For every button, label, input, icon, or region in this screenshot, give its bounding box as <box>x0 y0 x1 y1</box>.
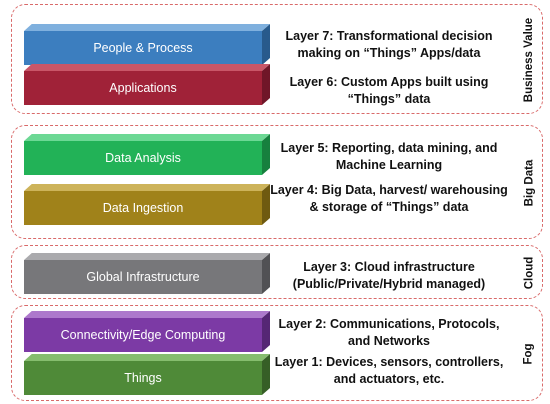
bar-top-face <box>24 354 270 361</box>
group-label-cloud: Cloud <box>518 246 540 300</box>
group-label-fog: Fog <box>518 306 540 402</box>
bar-global-infrastructure: Global Infrastructure <box>24 260 262 294</box>
group-business-value: Business Value <box>11 4 543 114</box>
layer-4-description: Layer 4: Big Data, harvest/ warehousing … <box>270 183 508 214</box>
group-label-text: Fog <box>522 343 535 365</box>
layer-5-description: Layer 5: Reporting, data mining, and Mac… <box>280 141 498 172</box>
bar-top-face <box>24 311 270 318</box>
group-big-data: Big Data <box>11 125 543 239</box>
layer-6-description: Layer 6: Custom Apps built using “Things… <box>289 75 489 106</box>
bar-people-process: People & Process <box>24 31 262 65</box>
layer-1-description: Layer 1: Devices, sensors, controllers, … <box>274 355 504 386</box>
layer-2-description: Layer 2: Communications, Protocols, and … <box>278 317 500 348</box>
layer-7-description: Layer 7: Transformational decision makin… <box>285 29 493 60</box>
group-label-text: Business Value <box>523 17 535 103</box>
bar-top-face <box>24 24 270 31</box>
bar-top-face <box>24 253 270 260</box>
bar-applications: Applications <box>24 71 262 105</box>
bar-top-face <box>24 64 270 71</box>
bar-data-analysis: Data Analysis <box>24 141 262 175</box>
bar-top-face <box>24 134 270 141</box>
group-fog: Fog <box>11 305 543 401</box>
bar-connectivity-edge-computing: Connectivity/Edge Computing <box>24 318 262 352</box>
layer-3-description: Layer 3: Cloud infrastructure (Public/Pr… <box>292 260 486 291</box>
group-label-text: Cloud <box>523 256 536 290</box>
bar-data-ingestion: Data Ingestion <box>24 191 262 225</box>
group-label-text: Big Data <box>523 159 535 207</box>
group-label-big-data: Big Data <box>518 126 540 240</box>
bar-things: Things <box>24 361 262 395</box>
group-label-business-value: Business Value <box>518 5 540 115</box>
bar-top-face <box>24 184 270 191</box>
group-cloud: Cloud <box>11 245 543 299</box>
